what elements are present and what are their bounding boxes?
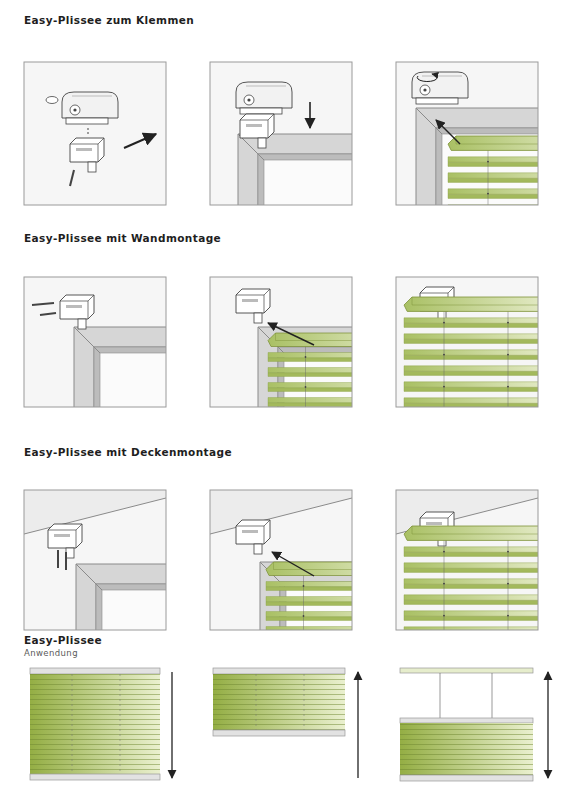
section-heading: Easy-Plissee mit Wandmontage: [24, 232, 221, 244]
usage-illustration: [30, 668, 548, 781]
step-panel: [396, 490, 562, 638]
section-heading: Easy-Plissee zum Klemmen: [24, 14, 194, 26]
step-panel: [24, 62, 166, 205]
section-heading: Easy-Plissee: [24, 634, 102, 646]
step-panel: [396, 277, 562, 409]
section-subheading: Anwendung: [24, 648, 78, 658]
section-heading: Easy-Plissee mit Deckenmontage: [24, 446, 232, 458]
